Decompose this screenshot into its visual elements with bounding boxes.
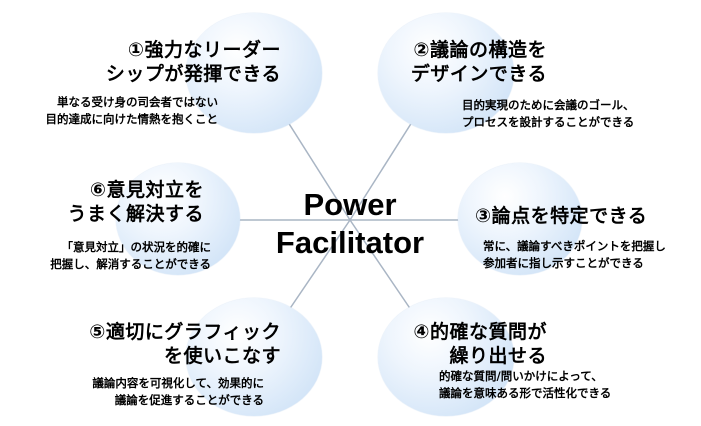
node-2-desc-line-2: プロセスを設計することができる [462,115,635,129]
node-6-title-line-1: ⑥意見対立を [89,179,204,201]
node-1-title: ①強力なリーダー シップが発揮できる [106,38,281,86]
node-6-desc-line-1: 「意見対立」の状況を的確に [61,240,212,254]
node-4-title-line-1: ④的確な質問が [413,321,547,343]
node-3-desc-line-1: 常に、議論すべきポイントを把握し [483,239,666,253]
node-2-title: ②議論の構造を デザインできる [411,38,547,86]
node-5-title: ⑤適切にグラフィック を使いこなす [89,320,281,368]
node-2-description: 目的実現のために会議のゴール、 プロセスを設計することができる [462,97,635,131]
node-5-desc-line-2: 議論を促進することができる [114,393,264,407]
node-4-desc-line-1: 的確な質問/問いかけによって、 [439,369,603,383]
bubble-node-5 [186,298,322,416]
node-2-title-line-2: デザインできる [410,63,547,85]
center-title-line-2: Facilitator [275,225,425,260]
node-1-title-line-1: ①強力なリーダー [127,39,281,61]
node-6-desc-line-2: 把握し、解消することができる [50,257,211,271]
node-1-description: 単なる受け身の司会者ではない 目的達成に向けた情熱を抱くこと [46,94,219,128]
node-5-desc-line-1: 議論内容を可視化して、効果的に [92,376,264,390]
node-6-title-line-2: うまく解決する [67,203,204,225]
node-4-title: ④的確な質問が 繰り出せる [413,320,547,368]
node-1-desc-line-1: 単なる受け身の司会者ではない [57,95,218,109]
node-4-title-line-2: 繰り出せる [449,345,547,367]
node-5-title-line-1: ⑤適切にグラフィック [89,321,281,343]
bubble-node-1 [186,13,322,133]
node-5-description: 議論内容を可視化して、効果的に 議論を促進することができる [92,375,264,409]
bubble-node-3 [458,163,582,275]
node-3-description: 常に、議論すべきポイントを把握し 参加者に指し示すことができる [483,238,666,272]
node-3-title: ③論点を特定できる [475,204,647,228]
node-2-title-line-1: ②議論の構造を [413,39,547,61]
node-1-title-line-2: シップが発揮できる [105,63,281,85]
node-3-desc-line-2: 参加者に指し示すことができる [483,256,644,270]
node-5-title-line-2: を使いこなす [163,345,281,367]
center-title-line-1: Power [303,187,397,222]
node-2-desc-line-1: 目的実現のために会議のゴール、 [462,98,635,112]
node-4-description: 的確な質問/問いかけによって、 議論を意味ある形で活性化できる [439,368,611,402]
bubble-node-6 [116,163,240,275]
node-6-title: ⑥意見対立を うまく解決する [67,178,204,226]
bubble-node-2 [378,13,514,133]
node-4-desc-line-2: 議論を意味ある形で活性化できる [439,386,612,400]
center-title: Power Facilitator [250,186,450,262]
node-6-description: 「意見対立」の状況を的確に 把握し、解消することができる [50,239,211,273]
node-1-desc-line-2: 目的達成に向けた情熱を抱くこと [45,112,219,126]
node-3-title-line-1: ③論点を特定できる [475,205,648,227]
bubble-node-4 [378,298,514,416]
